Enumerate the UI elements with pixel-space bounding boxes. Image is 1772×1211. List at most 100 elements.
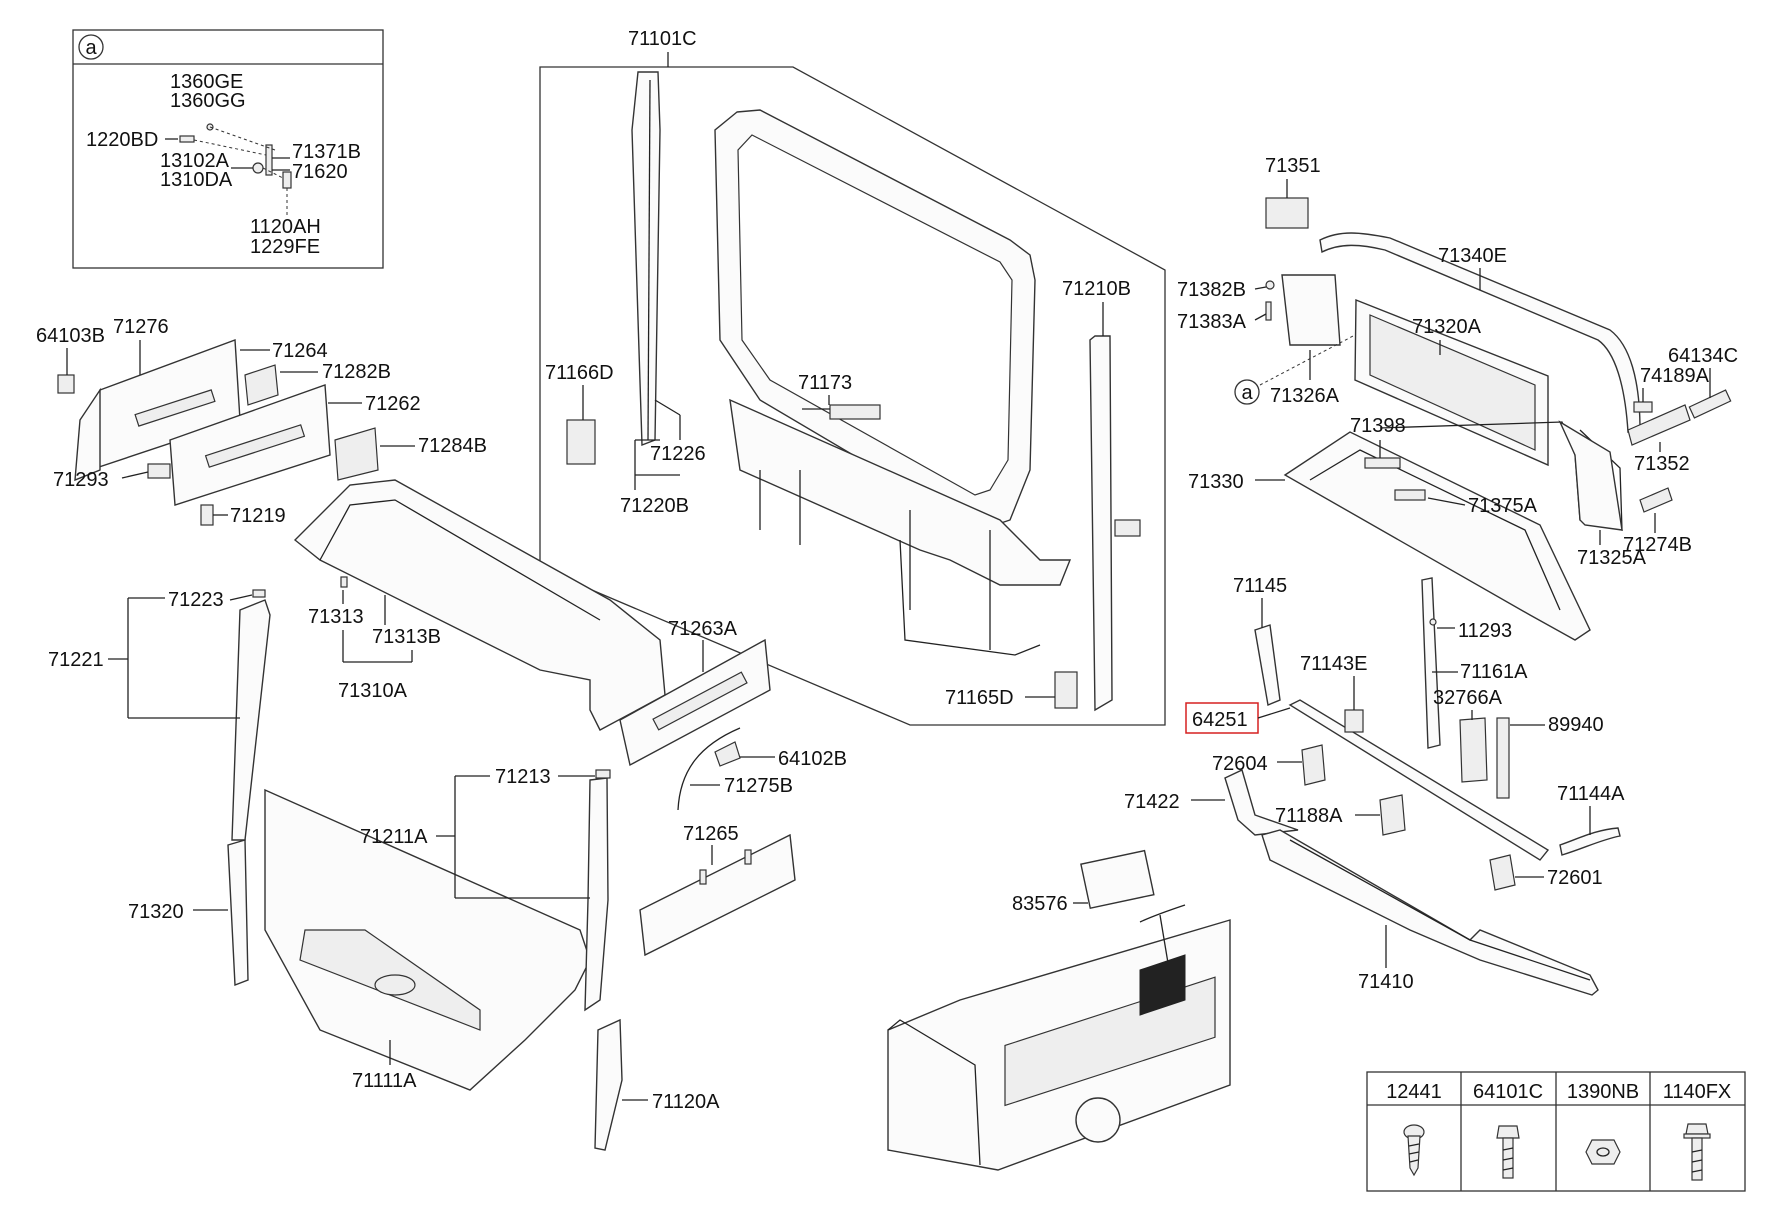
label-64134c: 64134C	[1668, 345, 1738, 367]
fastener-header: 64101C	[1473, 1081, 1543, 1103]
label-71340e: 71340E	[1438, 245, 1507, 267]
plate-71188a	[1379, 794, 1406, 836]
trim-parts: 64102B 71275B	[677, 727, 847, 811]
bracket-71166d	[566, 419, 596, 465]
callout-circle-icon	[1234, 379, 1260, 405]
label-32766a: 32766A	[1433, 687, 1503, 709]
label-72601: 72601	[1547, 867, 1603, 889]
nut-icon	[1585, 1139, 1621, 1165]
pillar-71223	[231, 599, 271, 841]
label-71264: 71264	[272, 340, 328, 362]
strip-71352	[1627, 404, 1691, 446]
b-pillar-right	[1089, 335, 1113, 712]
bracket-32766a	[1459, 717, 1488, 783]
label-71313: 71313	[308, 606, 364, 628]
detail-inset-a: a 1360GE 1360GG 1220BD 13102A 1310DA 713…	[72, 29, 384, 269]
label-71284b: 71284B	[418, 435, 487, 457]
callout-a-label: a	[1241, 382, 1253, 404]
label-64103b: 64103B	[36, 325, 105, 347]
crossmember-71330	[1283, 431, 1591, 641]
label-1360ge: 1360GE	[170, 71, 243, 93]
bracket-71145	[1254, 624, 1281, 706]
strip-71144a	[1559, 827, 1621, 856]
clip-71293	[147, 463, 171, 479]
pillar-71120a	[594, 1018, 623, 1151]
pillar-71120a-group: 71120A	[594, 1018, 720, 1151]
label-1120ah: 1120AH	[250, 216, 321, 238]
a-pillar-left	[631, 71, 661, 447]
label-71219: 71219	[230, 505, 286, 527]
label-71375a: 71375A	[1468, 495, 1538, 517]
bracket-72601	[1489, 854, 1516, 891]
label-71213: 71213	[495, 766, 551, 788]
panel-71265	[639, 833, 796, 957]
pillar-71221-group: 71223 71221 71320	[48, 589, 271, 987]
label-71144a: 71144A	[1557, 783, 1625, 805]
label-71145: 71145	[1233, 575, 1287, 597]
clip-64103b	[57, 374, 75, 394]
label-71166d: 71166D	[545, 362, 614, 384]
panel-71265-group: 71265	[639, 823, 796, 957]
fastener-header: 1140FX	[1663, 1081, 1732, 1103]
fastener-table: 12441 64101C 1390NB 1140FX	[1366, 1071, 1746, 1192]
label-71326a: 71326A	[1270, 385, 1340, 407]
label-71320: 71320	[128, 901, 184, 923]
label-1220bd: 1220BD	[86, 129, 158, 151]
label-71276: 71276	[113, 316, 169, 338]
bolt-icon	[1496, 1125, 1520, 1179]
beam-64251	[1288, 699, 1550, 861]
label-74189a: 74189A	[1640, 365, 1710, 387]
label-89940: 89940	[1548, 714, 1604, 736]
label-71263a: 71263A	[668, 618, 738, 640]
grille-83576	[1080, 849, 1155, 910]
label-71220b: 71220B	[620, 495, 689, 517]
label-71293: 71293	[53, 469, 109, 491]
label-71188a: 71188A	[1275, 805, 1343, 827]
front-frame-group: 71101C 71173 71226 71220B 71166D	[539, 28, 1166, 726]
label-71226: 71226	[650, 443, 706, 465]
fastener-header: 1390NB	[1567, 1081, 1639, 1103]
label-71383a: 71383A	[1177, 311, 1247, 333]
side-panel-71263a: 71263A	[619, 618, 771, 767]
flange-bolt-icon	[1683, 1123, 1711, 1181]
label-71120a: 71120A	[652, 1091, 720, 1113]
plate-71282b	[244, 364, 279, 406]
label-71274b: 71274B	[1623, 534, 1692, 556]
pillar-71320	[227, 839, 249, 987]
label-71101c: 71101C	[628, 28, 697, 50]
rear-roof-group: 71351 71340E 71382B 71383A a 71326A 7132…	[1177, 155, 1738, 569]
rear-lower-group: 71145 71143E 64251 11293 71161A 32766A 8…	[1124, 575, 1625, 996]
label-71282b: 71282B	[322, 361, 391, 383]
callout-circle-icon	[78, 34, 104, 60]
highlighted-callout-box	[1185, 702, 1259, 734]
bolt-71382b	[1265, 280, 1275, 290]
pillar-71213-group: 71213 71211A	[360, 766, 611, 1012]
bracket-71422	[1224, 769, 1299, 836]
crossmember-71330-group: 71398 71330 71375A	[1188, 415, 1591, 641]
strip-89940	[1496, 717, 1510, 799]
bracket-71165d	[1054, 671, 1078, 709]
label-13102a: 13102A	[160, 150, 230, 172]
screw-icon	[1403, 1124, 1425, 1177]
callout-a-label: a	[85, 37, 97, 59]
clip-71219	[200, 504, 214, 526]
bracket-71351	[1265, 197, 1309, 229]
label-71275b: 71275B	[724, 775, 793, 797]
label-71165d: 71165D	[945, 687, 1014, 709]
label-71325a: 71325A	[1577, 547, 1647, 569]
label-64251: 64251	[1192, 709, 1248, 731]
label-1229fe: 1229FE	[250, 236, 320, 258]
label-71320a: 71320A	[1412, 316, 1482, 338]
wheel-icon	[1075, 1097, 1121, 1143]
label-71262: 71262	[365, 393, 421, 415]
label-71620: 71620	[292, 161, 348, 183]
label-71211a: 71211A	[360, 826, 428, 848]
strip-71274b	[1639, 487, 1673, 513]
trim-71275b	[677, 727, 741, 811]
label-71223: 71223	[168, 589, 224, 611]
label-1360gg: 1360GG	[170, 90, 246, 112]
fastener-header: 12441	[1386, 1081, 1442, 1103]
panel-71325a	[1558, 420, 1623, 531]
